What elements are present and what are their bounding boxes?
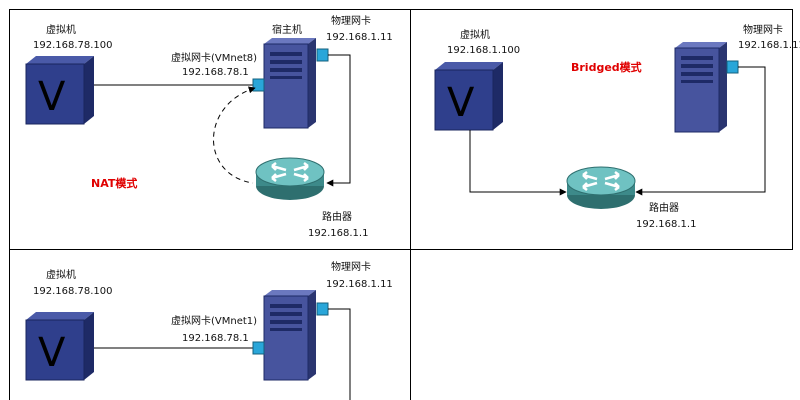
bridged-router-ip: 192.168.1.1 <box>636 219 696 230</box>
nat-physical-to-router-line <box>326 54 351 187</box>
nat-physical-ip: 192.168.1.11 <box>326 32 393 43</box>
hostonly-vm-icon: V <box>25 311 95 381</box>
nat-vm-name: 虚拟机 <box>46 23 76 36</box>
hostonly-physical-ip: 192.168.1.11 <box>326 279 393 290</box>
nat-virtual-nic-port-icon <box>252 78 265 92</box>
nat-host-server-icon <box>263 37 317 129</box>
hostonly-host-server-icon <box>263 289 317 381</box>
hostonly-physical-line <box>328 308 351 400</box>
panel-bridged-border <box>410 9 793 250</box>
panel-bridged: 虚拟机 192.168.1.100 V Bridged模式 物理网卡 192.1… <box>434 23 800 230</box>
nat-router-icon <box>254 156 326 202</box>
bridged-vm-letter: V <box>447 80 475 126</box>
nat-vm-ip: 192.168.78.100 <box>33 40 113 51</box>
nat-dashed-translation-arc <box>213 86 256 184</box>
nat-mode-label: NAT模式 <box>91 176 137 190</box>
hostonly-virtual-nic-label: 虚拟网卡(VMnet1) <box>171 314 257 327</box>
bridged-router-name: 路由器 <box>649 201 679 214</box>
bridged-vm-ip: 192.168.1.100 <box>447 45 520 56</box>
nat-physical-nic-port-icon <box>316 48 329 62</box>
hostonly-virtual-ip: 192.168.78.1 <box>182 333 249 344</box>
bridged-physical-to-router-line <box>635 66 766 196</box>
hostonly-physical-nic-port-icon <box>316 302 329 316</box>
bridged-vm-to-router-line <box>469 130 567 196</box>
bridged-vm-name: 虚拟机 <box>460 28 490 41</box>
bridged-router-icon <box>565 165 637 211</box>
nat-router-name: 路由器 <box>322 210 352 223</box>
hostonly-virtual-nic-port-icon <box>252 341 265 355</box>
bridged-host-server-icon <box>674 41 728 133</box>
nat-physical-nic-label: 物理网卡 <box>331 14 371 27</box>
hostonly-vm-letter: V <box>38 330 66 376</box>
hostonly-vm-name: 虚拟机 <box>46 268 76 281</box>
panel-hostonly: 虚拟机 192.168.78.100 V 虚拟网卡(VMnet1) 192.16… <box>25 260 393 400</box>
nat-router-ip: 192.168.1.1 <box>308 228 368 239</box>
bridged-physical-ip: 192.168.1.11 <box>738 40 800 51</box>
bridged-vm-icon: V <box>434 61 504 131</box>
nat-virtual-ip: 192.168.78.1 <box>182 67 249 78</box>
hostonly-physical-nic-label: 物理网卡 <box>331 260 371 273</box>
nat-host-name: 宿主机 <box>272 23 302 36</box>
nat-vm-letter: V <box>38 74 66 120</box>
nat-virtual-nic-label: 虚拟网卡(VMnet8) <box>171 51 257 64</box>
bridged-physical-nic-label: 物理网卡 <box>743 23 783 36</box>
hostonly-vm-ip: 192.168.78.100 <box>33 286 113 297</box>
bridged-mode-label: Bridged模式 <box>571 60 642 74</box>
panel-hostonly-border <box>9 249 411 400</box>
bridged-physical-nic-port-icon <box>726 60 739 74</box>
panel-nat: 虚拟机 192.168.78.100 V 虚拟网卡(VMnet8) 192.16… <box>25 14 393 239</box>
nat-vm-icon: V <box>25 55 95 125</box>
